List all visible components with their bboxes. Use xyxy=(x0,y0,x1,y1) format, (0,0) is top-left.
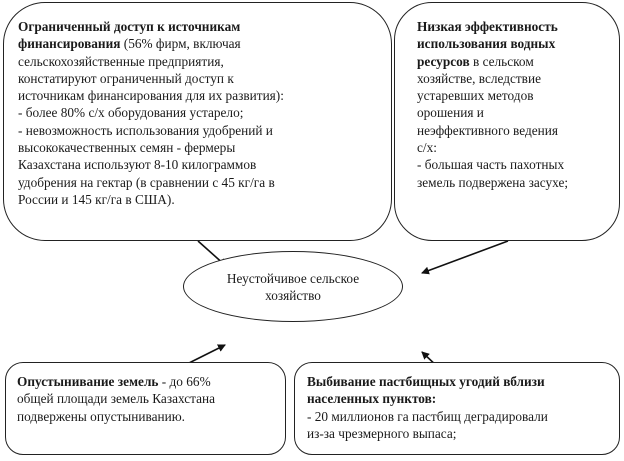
box-text-line: - невозможность использования удобрений … xyxy=(18,122,284,139)
bold-heading-text: финансирования xyxy=(18,36,121,52)
box-text-line: с/х: xyxy=(417,139,568,156)
body-text: хозяйстве, вследствие xyxy=(417,70,541,86)
box-text-line: подвержены опустыниванию. xyxy=(17,408,215,425)
body-text: источникам финансирования для их развити… xyxy=(18,88,284,104)
box-text-line: земель подвержена засухе; xyxy=(417,174,568,191)
box-desertification: Опустынивание земель - до 66%общей площа… xyxy=(5,362,286,455)
center-ellipse: Неустойчивое сельское хозяйство xyxy=(183,251,403,322)
box-water-efficiency: Низкая эффективность использования водных… xyxy=(394,2,620,241)
box-text-line: финансирования (56% фирм, включая xyxy=(18,35,284,52)
body-text: России и 145 кг/га в США). xyxy=(18,191,175,207)
center-label-line: хозяйство xyxy=(265,288,321,303)
bold-heading-text: населенных пунктов: xyxy=(307,391,437,407)
bold-heading-text: Опустынивание земель xyxy=(17,374,159,389)
body-text: орошения и xyxy=(417,105,484,121)
body-text: из-за чрезмерного выпаса; xyxy=(307,425,457,441)
body-text: сельскохозяйственные предприятия, xyxy=(18,53,224,69)
center-label-line: Неустойчивое сельское xyxy=(226,271,360,286)
body-text: - большая часть пахотных xyxy=(417,157,565,173)
box-text-line: неэффективного ведения xyxy=(417,122,568,139)
box-text-line: Ограниченный доступ к источникам xyxy=(18,18,284,35)
box-text-line: устаревших методов xyxy=(417,87,568,104)
box-pasture-degradation: Выбивание пастбищных угодий вблизи населе… xyxy=(294,362,620,455)
body-text: с/х: xyxy=(417,140,437,156)
bold-heading-text: Выбивание пастбищных угодий вблизи xyxy=(307,374,545,389)
box-text-line: Казахстана используют 8-10 килограммов xyxy=(18,156,284,173)
body-text: - невозможность использования удобрений … xyxy=(18,122,273,138)
body-text: высококачественных семян - фермеры xyxy=(18,140,236,156)
arrow-water xyxy=(421,240,509,275)
box-text-line: населенных пунктов: xyxy=(307,390,548,407)
box-text-line: Опустынивание земель - до 66% xyxy=(17,373,215,390)
box-text-line: ресурсов в сельском xyxy=(417,53,568,70)
body-text: Казахстана используют 8-10 килограммов xyxy=(18,157,257,173)
box-text-line: России и 145 кг/га в США). xyxy=(18,191,284,208)
body-text: констатируют ограниченный доступ к xyxy=(18,70,234,86)
bold-heading-text: использования водных xyxy=(417,36,556,52)
body-text: - до 66% xyxy=(158,374,211,389)
box-text-line: констатируют ограниченный доступ к xyxy=(18,70,284,87)
box-text-line: использования водных xyxy=(417,35,568,52)
box-text-line: источникам финансирования для их развити… xyxy=(18,87,284,104)
box-text-line: из-за чрезмерного выпаса; xyxy=(307,425,548,442)
body-text: - более 80% с/х оборудования устарело; xyxy=(18,105,244,121)
box-text-line: Низкая эффективность xyxy=(417,18,568,35)
body-text: устаревших методов xyxy=(417,88,534,104)
bold-heading-text: Низкая эффективность xyxy=(417,19,558,34)
body-text: общей площади земель Казахстана xyxy=(17,391,216,407)
body-text: (56% фирм, включая xyxy=(120,36,241,52)
body-text: неэффективного ведения xyxy=(417,122,558,138)
box-text-line: - большая часть пахотных xyxy=(417,156,568,173)
box-text-line: орошения и xyxy=(417,104,568,121)
box-text-line: хозяйстве, вследствие xyxy=(417,70,568,87)
body-text: удобрения на гектар (в сравнении с 45 кг… xyxy=(18,174,275,190)
box-text-line: высококачественных семян - фермеры xyxy=(18,139,284,156)
body-text: в сельском xyxy=(469,53,534,69)
body-text: - 20 миллионов га пастбищ деградировали xyxy=(307,408,548,424)
box-text-line: сельскохозяйственные предприятия, xyxy=(18,53,284,70)
body-text: земель подвержена засухе; xyxy=(417,174,569,190)
box-text-line: общей площади земель Казахстана xyxy=(17,390,215,407)
bold-heading-text: ресурсов xyxy=(417,53,470,69)
box-text-line: Выбивание пастбищных угодий вблизи xyxy=(307,373,548,390)
body-text: подвержены опустыниванию. xyxy=(17,408,185,424)
box-text-line: удобрения на гектар (в сравнении с 45 кг… xyxy=(18,174,284,191)
box-text-line: - 20 миллионов га пастбищ деградировали xyxy=(307,408,548,425)
box-text-line: - более 80% с/х оборудования устарело; xyxy=(18,104,284,121)
bold-heading-text: Ограниченный доступ к источникам xyxy=(18,19,241,34)
